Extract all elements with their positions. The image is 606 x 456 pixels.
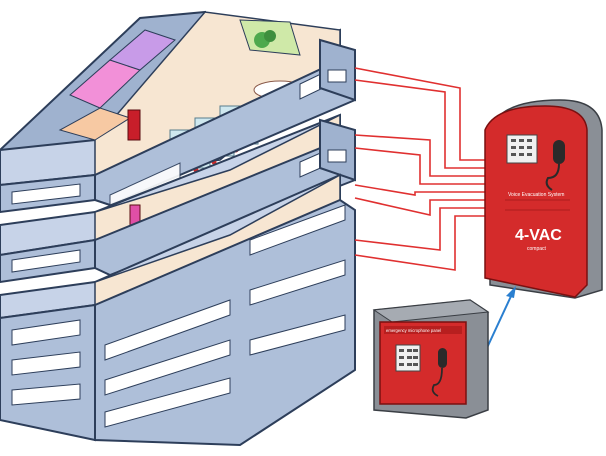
emergency-microphone-panel: emergency microphone panel — [372, 299, 490, 419]
unit-microphone-icon — [545, 140, 565, 191]
wire-4 — [354, 147, 492, 185]
unit-sub-brand: compact — [527, 246, 547, 252]
floor-3 — [0, 11, 356, 214]
wire-1 — [354, 67, 492, 161]
mic-panel-label: emergency microphone panel — [386, 328, 441, 333]
wire-3 — [354, 134, 492, 177]
purple-room — [109, 29, 176, 71]
unit-brand-logo: 4-VAC — [515, 227, 562, 244]
mic-panel-microphone-icon — [431, 348, 447, 397]
wires — [354, 67, 492, 271]
arrow-head-icon — [506, 286, 516, 298]
wire-7 — [354, 207, 492, 251]
wire-6 — [354, 197, 492, 217]
floor-1 — [0, 173, 356, 447]
signal-arrow — [485, 286, 516, 351]
mic-panel-face — [379, 321, 467, 405]
unit-label: Voice Evacuation System — [508, 192, 564, 198]
wire-5 — [354, 184, 492, 196]
floor-2 — [0, 113, 356, 284]
wire-8 — [354, 215, 492, 271]
building — [0, 10, 356, 447]
wire-2 — [354, 79, 492, 169]
red-cabinet — [127, 109, 141, 141]
voice-evacuation-unit: Voice Evacuation System 4-VAC compact — [484, 99, 603, 299]
